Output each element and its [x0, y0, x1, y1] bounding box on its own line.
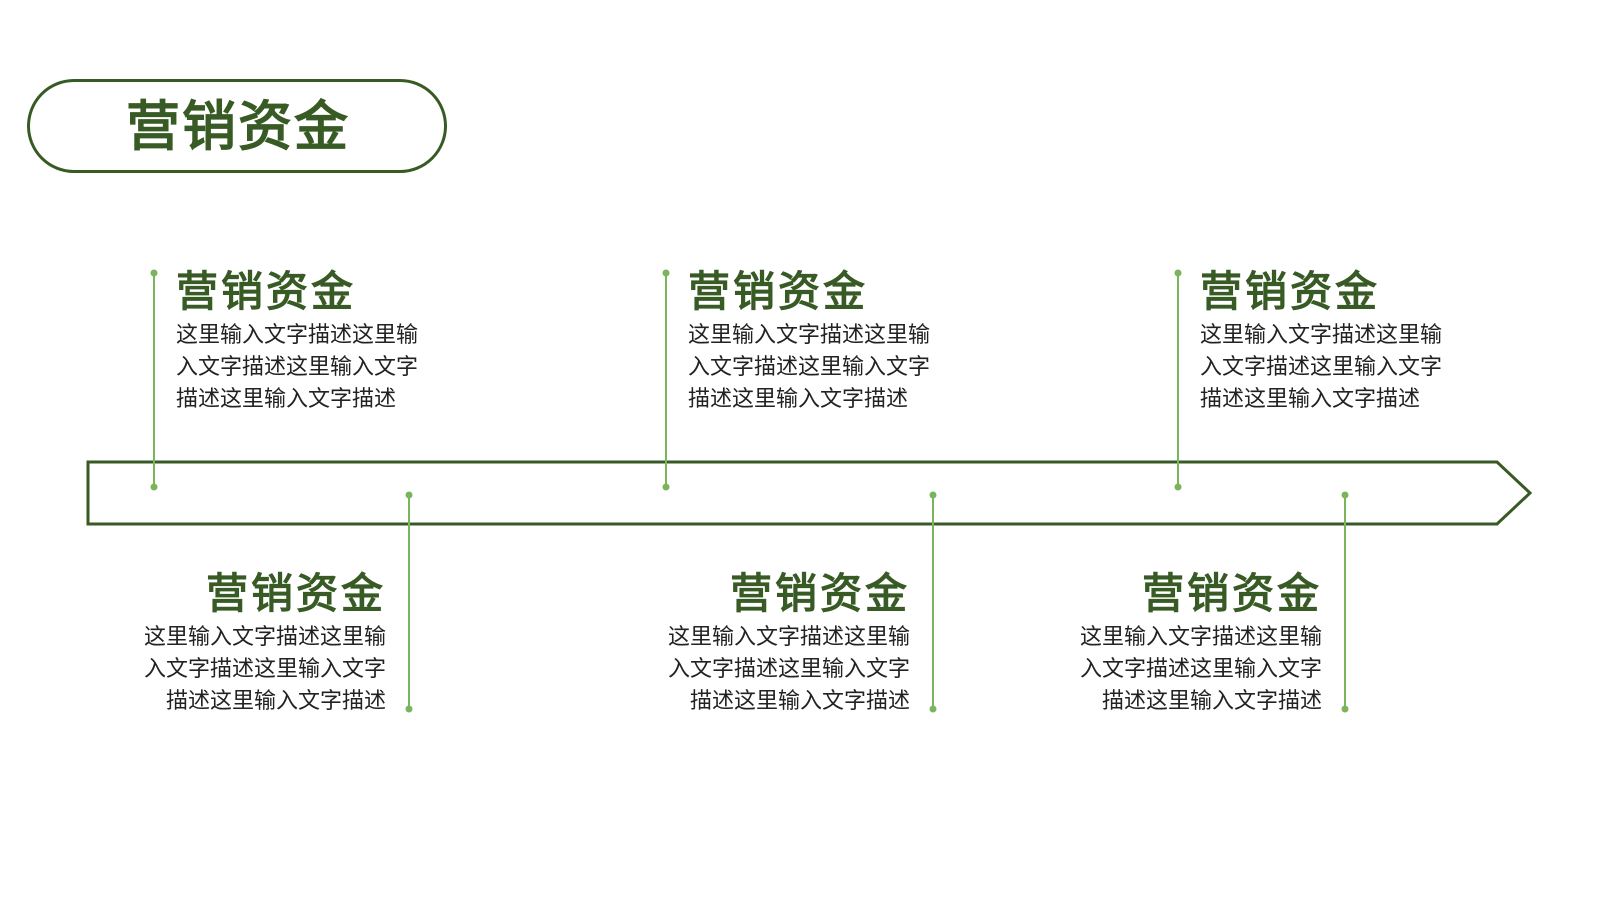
connector-1 [150, 269, 158, 491]
description-line: 这里输入文字描述这里输 [1079, 625, 1322, 650]
timeline-item-1: 营销资金 这里输入文字描述这里输 入文字描述这里输入文字 描述这里输入文字描述 [176, 268, 456, 416]
description-line: 入文字描述这里输入文字 [1079, 657, 1322, 682]
timeline-arrow [86, 460, 1533, 526]
item-description: 这里输入文字描述这里输 入文字描述这里输入文字 描述这里输入文字描述 [106, 622, 386, 718]
description-line: 描述这里输入文字描述 [689, 689, 910, 714]
timeline-item-3: 营销资金 这里输入文字描述这里输 入文字描述这里输入文字 描述这里输入文字描述 [688, 268, 968, 416]
connector-4 [929, 491, 937, 713]
connector-dot-top [405, 491, 413, 499]
connector-6 [1341, 491, 1349, 713]
item-description: 这里输入文字描述这里输 入文字描述这里输入文字 描述这里输入文字描述 [630, 622, 910, 718]
description-line: 入文字描述这里输入文字 [176, 355, 419, 380]
description-line: 这里输入文字描述这里输 [667, 625, 910, 650]
timeline-item-2: 营销资金 这里输入文字描述这里输 入文字描述这里输入文字 描述这里输入文字描述 [106, 570, 386, 718]
connector-dot-bottom [150, 483, 158, 491]
description-line: 描述这里输入文字描述 [1101, 689, 1322, 714]
connector-dot-top [1341, 491, 1349, 499]
page-title: 营销资金 [126, 95, 350, 158]
connector-dot-bottom [1341, 705, 1349, 713]
description-line: 这里输入文字描述这里输 [143, 625, 386, 650]
connector-dot-top [150, 269, 158, 277]
connector-3 [662, 269, 670, 491]
item-description: 这里输入文字描述这里输 入文字描述这里输入文字 描述这里输入文字描述 [1200, 320, 1480, 416]
connector-dot-top [1174, 269, 1182, 277]
description-line: 入文字描述这里输入文字 [688, 355, 931, 380]
item-description: 这里输入文字描述这里输 入文字描述这里输入文字 描述这里输入文字描述 [1042, 622, 1322, 718]
timeline-item-6: 营销资金 这里输入文字描述这里输 入文字描述这里输入文字 描述这里输入文字描述 [1042, 570, 1322, 718]
connector-dot-top [929, 491, 937, 499]
connector-dot-bottom [662, 483, 670, 491]
connector-dot-bottom [1174, 483, 1182, 491]
description-line: 描述这里输入文字描述 [688, 387, 909, 412]
description-line: 描述这里输入文字描述 [165, 689, 386, 714]
connector-5 [1174, 269, 1182, 491]
connector-dot-bottom [405, 705, 413, 713]
item-description: 这里输入文字描述这里输 入文字描述这里输入文字 描述这里输入文字描述 [176, 320, 456, 416]
item-heading: 营销资金 [1200, 267, 1381, 316]
description-line: 描述这里输入文字描述 [176, 387, 397, 412]
description-line: 入文字描述这里输入文字 [667, 657, 910, 682]
item-heading: 营销资金 [688, 267, 869, 316]
item-heading: 营销资金 [205, 569, 386, 618]
item-heading: 营销资金 [176, 267, 357, 316]
item-heading: 营销资金 [1141, 569, 1322, 618]
description-line: 这里输入文字描述这里输 [1200, 323, 1443, 348]
description-line: 这里输入文字描述这里输 [688, 323, 931, 348]
timeline-item-5: 营销资金 这里输入文字描述这里输 入文字描述这里输入文字 描述这里输入文字描述 [1200, 268, 1480, 416]
connector-dot-top [662, 269, 670, 277]
connector-2 [405, 491, 413, 713]
description-line: 入文字描述这里输入文字 [143, 657, 386, 682]
title-pill-frame [27, 79, 447, 173]
item-description: 这里输入文字描述这里输 入文字描述这里输入文字 描述这里输入文字描述 [688, 320, 968, 416]
connector-dot-bottom [929, 705, 937, 713]
description-line: 这里输入文字描述这里输 [176, 323, 419, 348]
description-line: 入文字描述这里输入文字 [1200, 355, 1443, 380]
description-line: 描述这里输入文字描述 [1200, 387, 1421, 412]
timeline-item-4: 营销资金 这里输入文字描述这里输 入文字描述这里输入文字 描述这里输入文字描述 [630, 570, 910, 718]
item-heading: 营销资金 [729, 569, 910, 618]
